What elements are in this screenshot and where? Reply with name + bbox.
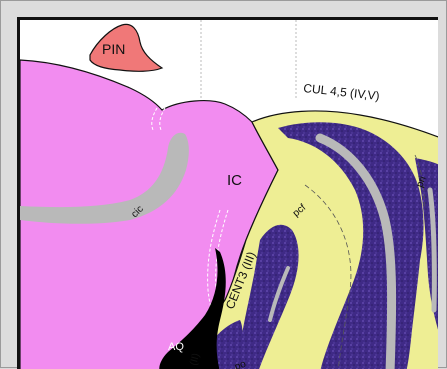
atlas-viewport[interactable]: PIN CUL 4,5 (IV,V) IC cic pcf CENT3 (III…	[17, 17, 438, 369]
atlas-section-svg: PIN CUL 4,5 (IV,V) IC cic pcf CENT3 (III…	[20, 20, 438, 369]
pineal-region[interactable]	[90, 24, 162, 71]
label-cul: CUL 4,5 (IV,V)	[303, 81, 381, 103]
label-pin: PIN	[102, 41, 125, 57]
label-aq: AQ	[168, 341, 184, 353]
label-ic: IC	[227, 172, 242, 189]
